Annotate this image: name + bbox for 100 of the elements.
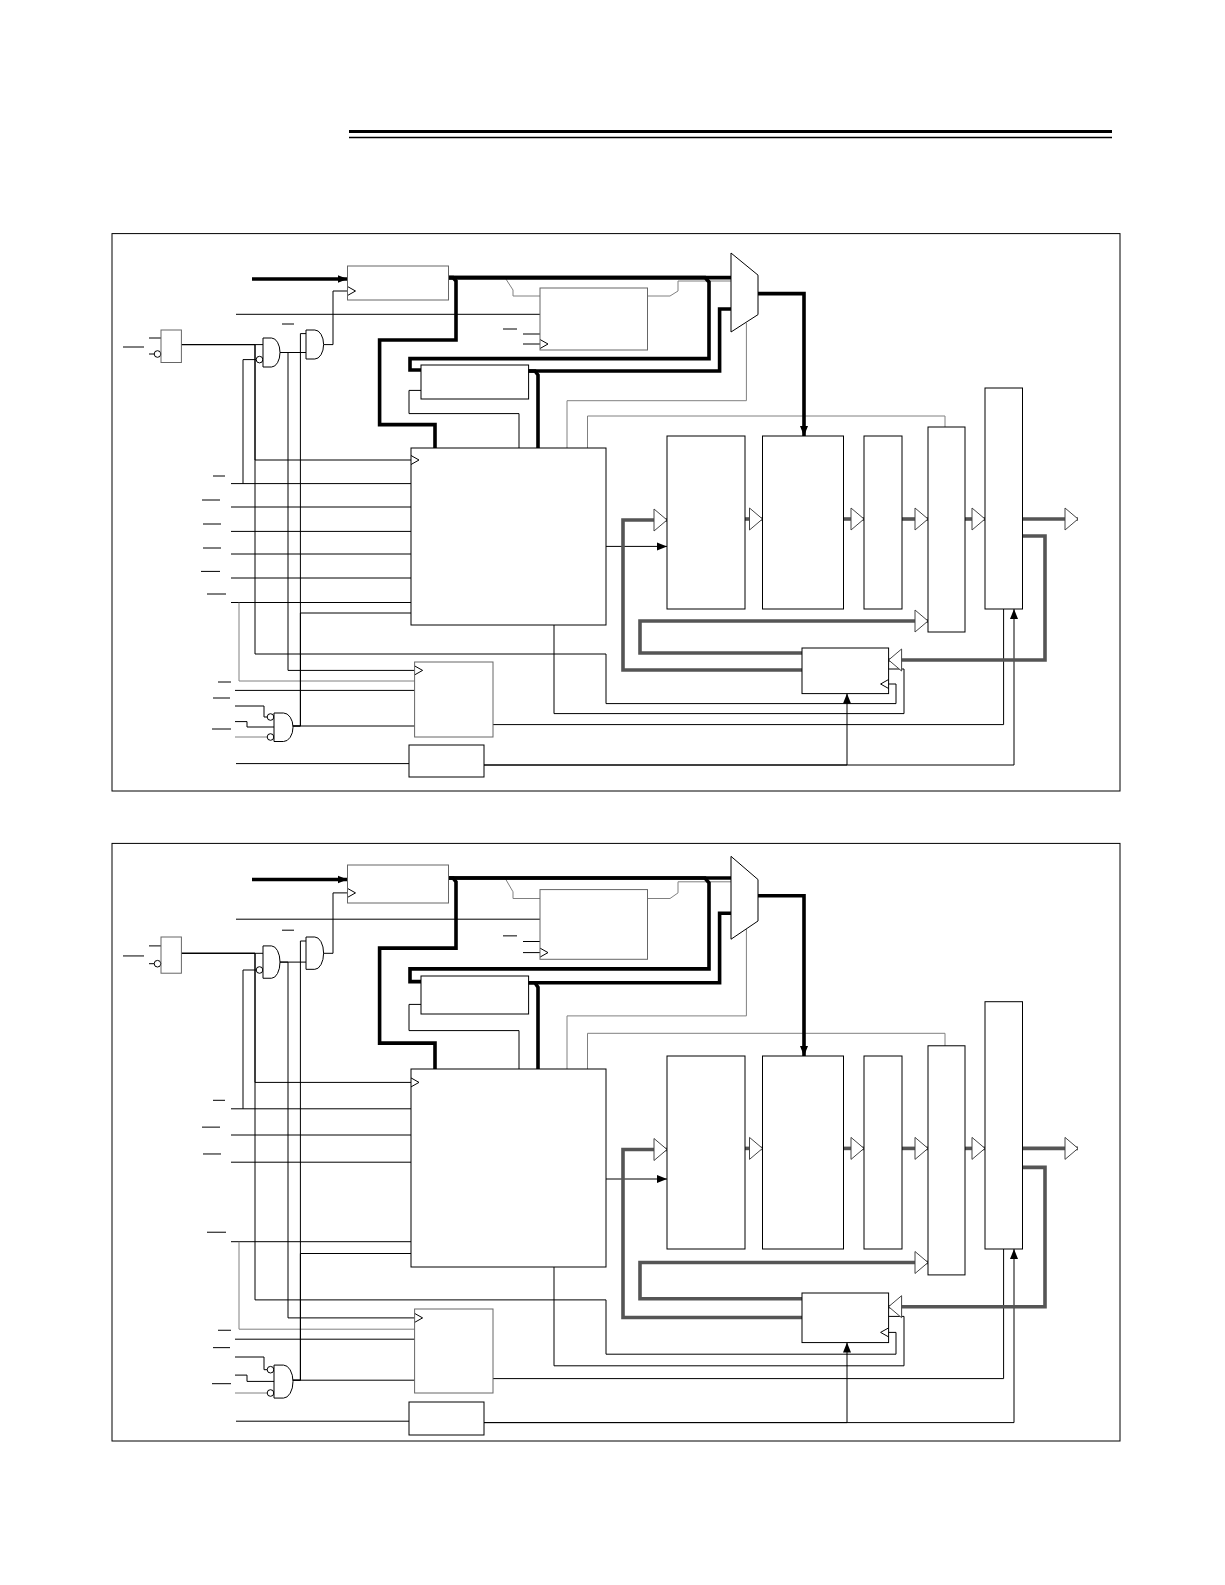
arrow [252, 275, 348, 283]
bus-arrow [965, 1136, 986, 1160]
inverted-input-line [234, 1389, 275, 1397]
connector-line [234, 1374, 275, 1382]
connector-line [522, 333, 541, 335]
connector-line [238, 602, 416, 682]
arrow [758, 291, 808, 436]
arrow [180, 344, 897, 705]
arrow [522, 339, 549, 349]
block-box [927, 1045, 966, 1276]
connector-line [234, 1338, 416, 1340]
block-box [420, 364, 530, 400]
block-box [410, 1068, 607, 1268]
block-box [863, 1055, 903, 1250]
connector-line [230, 1134, 412, 1136]
bus-arrow [1022, 507, 1079, 531]
block-box [801, 647, 890, 695]
arrow [605, 542, 668, 551]
arrow [483, 693, 851, 766]
arrow [252, 875, 348, 884]
connector-line [492, 1248, 1005, 1380]
and-gate-symbol [273, 712, 294, 742]
bus-arrow [745, 507, 763, 531]
mux-symbol [730, 252, 759, 333]
connector-line [230, 1108, 412, 1110]
mux-symbol [730, 855, 759, 940]
connector-line [230, 553, 412, 555]
arrow [522, 947, 549, 958]
inverted-input-line [242, 966, 264, 1110]
inverted-input-line [234, 705, 275, 721]
connector-line [148, 337, 162, 339]
bus-arrow [638, 1251, 929, 1301]
block-box [666, 435, 746, 610]
bus-arrow [888, 1165, 1047, 1319]
and-gate-symbol [262, 337, 281, 368]
block-box [927, 426, 966, 633]
bus-arrow [621, 1138, 802, 1320]
connector-line [230, 602, 412, 603]
block-box [666, 1055, 746, 1250]
connector-line [528, 369, 540, 448]
connector-line [230, 577, 412, 579]
inverted-input-line [234, 1356, 275, 1374]
block-box [762, 1055, 844, 1250]
block-box [863, 435, 903, 610]
connector-line [566, 322, 747, 449]
block-box [408, 744, 485, 778]
bus-arrow [843, 507, 865, 531]
bus-arrow [902, 1136, 929, 1160]
block-box [984, 1001, 1023, 1250]
block-box [420, 975, 530, 1015]
arrow [180, 952, 897, 1355]
connector-line [292, 725, 416, 727]
connector-line [566, 928, 747, 1070]
connector-line [279, 961, 307, 963]
bus-arrow [843, 1136, 865, 1160]
block-box [160, 936, 182, 974]
connector-line [235, 1420, 410, 1422]
block-box [539, 287, 648, 351]
arrow [279, 961, 424, 1323]
block-box [801, 1292, 890, 1344]
inverted-input-line [234, 733, 275, 741]
connector-line [408, 1003, 520, 1070]
block-box [410, 447, 607, 626]
bus-arrow [638, 609, 929, 655]
inverted-input-line [242, 355, 264, 485]
block-box [414, 1308, 494, 1394]
connector-line [647, 280, 732, 297]
and-gate-symbol [305, 936, 325, 970]
connector-line [230, 1161, 412, 1163]
connector-line [587, 1032, 946, 1070]
arrow [323, 286, 356, 346]
block-box [539, 889, 648, 960]
connector-line [528, 980, 540, 1069]
block-box [347, 265, 449, 301]
connector-line [553, 1266, 905, 1367]
inverted-input-line [148, 959, 162, 968]
connector-line [235, 763, 410, 765]
and-gate-symbol [273, 1364, 294, 1399]
arrow [483, 1342, 851, 1424]
inverted-input-line [148, 350, 162, 358]
and-gate-symbol [305, 329, 325, 360]
bus-arrow [1022, 1136, 1079, 1160]
connector-line [235, 313, 541, 315]
arrow [323, 887, 356, 954]
bus-arrow [621, 508, 802, 672]
block-box [408, 1401, 485, 1436]
connector-line [408, 389, 520, 449]
connector-line [148, 945, 162, 947]
block-box [347, 864, 449, 904]
connector-line [234, 689, 416, 691]
bus-arrow [965, 507, 986, 531]
connector-line [492, 608, 1005, 726]
connector-line [292, 1379, 416, 1381]
connector-line [408, 876, 711, 984]
block-box [762, 435, 844, 610]
connector-line [234, 721, 275, 728]
connector-line [235, 918, 541, 920]
arrow [605, 1175, 668, 1183]
block-box [160, 329, 182, 363]
bus-arrow [888, 534, 1047, 672]
